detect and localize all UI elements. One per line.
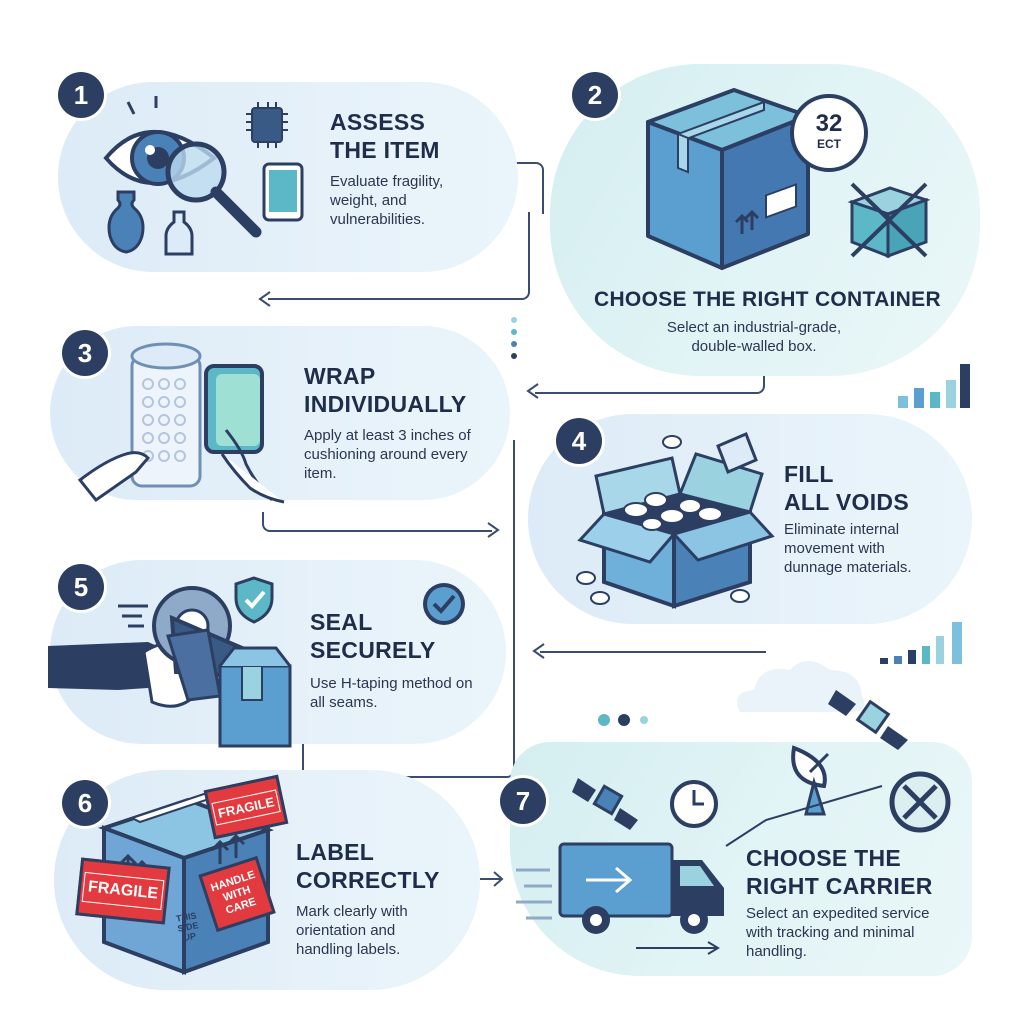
- connector-2-4-arrow: [526, 383, 539, 399]
- step-4-badge: 4: [556, 418, 602, 464]
- step-4-title-line1: FILL: [784, 461, 834, 487]
- route-arrow: [725, 785, 883, 847]
- open-box-icon: [577, 452, 775, 609]
- step-1-badge: 1: [58, 72, 104, 118]
- step-5-description: Use H-taping method on all seams.: [310, 675, 473, 711]
- step-4-title: FILL ALL VOIDS: [784, 460, 909, 516]
- step-6-description: Mark clearly with orientation and handli…: [296, 903, 408, 958]
- connector-1-3-arrow: [258, 291, 271, 307]
- connector-4-5-arrow: [532, 643, 545, 659]
- step-5-title: SEAL SECURELY: [310, 608, 436, 664]
- connector-3-4-arrow: [487, 522, 500, 538]
- connector-2-4: [535, 376, 765, 394]
- connector-1-3: [268, 212, 530, 300]
- connector-5-6b: [302, 736, 515, 792]
- step-3-title: WRAP INDIVIDUALLY: [304, 362, 467, 418]
- step-3-title-line1: WRAP: [304, 363, 376, 389]
- bar-chart-decoration-2: [880, 622, 962, 664]
- step-4-title-line2: ALL VOIDS: [784, 489, 909, 515]
- magnifier-icon: [165, 141, 262, 238]
- ect-stamp-unit: ECT: [817, 137, 841, 151]
- step-5-title-line2: SECURELY: [310, 637, 436, 663]
- shield-check-icon: [234, 576, 274, 624]
- foam-icon: [204, 364, 264, 454]
- satellite-icon-2: [828, 690, 908, 750]
- step-1-description: Evaluate fragility, weight, and vulnerab…: [330, 173, 444, 228]
- step-6-title-line1: LABEL: [296, 839, 375, 865]
- dots-decoration: [511, 317, 517, 359]
- bar-chart-decoration-1: [898, 364, 970, 408]
- step-1-title-line2: THE ITEM: [330, 137, 440, 163]
- bottle-icon: [164, 210, 194, 256]
- step-1-title: ASSESS THE ITEM: [330, 108, 440, 164]
- satellite-icon: [572, 778, 638, 830]
- this-side-up-label: THIS SIDE UP: [168, 909, 209, 945]
- step-2-badge: 2: [572, 72, 618, 118]
- connector-3-4: [262, 512, 492, 532]
- connector-4-5: [540, 651, 766, 653]
- step-5-badge: 5: [58, 564, 104, 610]
- step-7-description: Select an expedited service with trackin…: [746, 905, 930, 960]
- ect-stamp-number: 32: [815, 110, 843, 137]
- step-3-title-line2: INDIVIDUALLY: [304, 391, 467, 417]
- step-4-description: Eliminate internal movement with dunnage…: [784, 521, 912, 576]
- eye-icon: [103, 96, 218, 186]
- vase-icon: [107, 190, 145, 254]
- step-2-title: CHOOSE THE RIGHT CONTAINER: [594, 288, 941, 311]
- step-3-badge: 3: [62, 330, 108, 376]
- connector-6-7-arrow: [480, 871, 504, 887]
- check-icon: [423, 583, 465, 625]
- step-7-title-line1: CHOOSE THE: [746, 845, 902, 871]
- step-7-badge: 7: [500, 778, 546, 824]
- fragile-label-front-text: FRAGILE: [81, 871, 165, 911]
- connector-spine: [513, 440, 515, 736]
- dots-decoration-2: [598, 714, 648, 726]
- hand-icon: [77, 429, 285, 504]
- step-6-badge: 6: [62, 780, 108, 826]
- tape-box-icon: [218, 646, 292, 748]
- packing-peanuts-icon: [576, 432, 758, 605]
- fragile-label-top-text: FRAGILE: [211, 788, 281, 826]
- step-5-title-line1: SEAL: [310, 609, 373, 635]
- step-2-description: Select an industrial-grade, double-walle…: [666, 319, 842, 355]
- step-6-title-line2: CORRECTLY: [296, 867, 440, 893]
- chip-icon: [246, 102, 288, 148]
- truck-icon: [516, 842, 724, 934]
- connector-1-2: [512, 162, 544, 214]
- bubble-wrap-icon: [130, 342, 202, 488]
- step-7-title-line2: RIGHT CARRIER: [746, 873, 933, 899]
- clock-icon: [670, 780, 718, 828]
- step-1-title-line1: ASSESS: [330, 109, 426, 135]
- cancel-icon: [889, 771, 951, 833]
- step-7-title: CHOOSE THE RIGHT CARRIER: [746, 844, 933, 900]
- box-icon: [646, 88, 810, 270]
- fragile-label-front: FRAGILE: [75, 857, 171, 925]
- ect-stamp: 32 ECT: [790, 94, 868, 172]
- connector-5-6d: [320, 736, 515, 778]
- step-3-description: Apply at least 3 inches of cushioning ar…: [304, 427, 471, 482]
- step-6-title: LABEL CORRECTLY: [296, 838, 440, 894]
- crossed-box-icon: [847, 182, 931, 259]
- speed-arrow: [636, 941, 720, 955]
- tablet-icon: [262, 162, 304, 222]
